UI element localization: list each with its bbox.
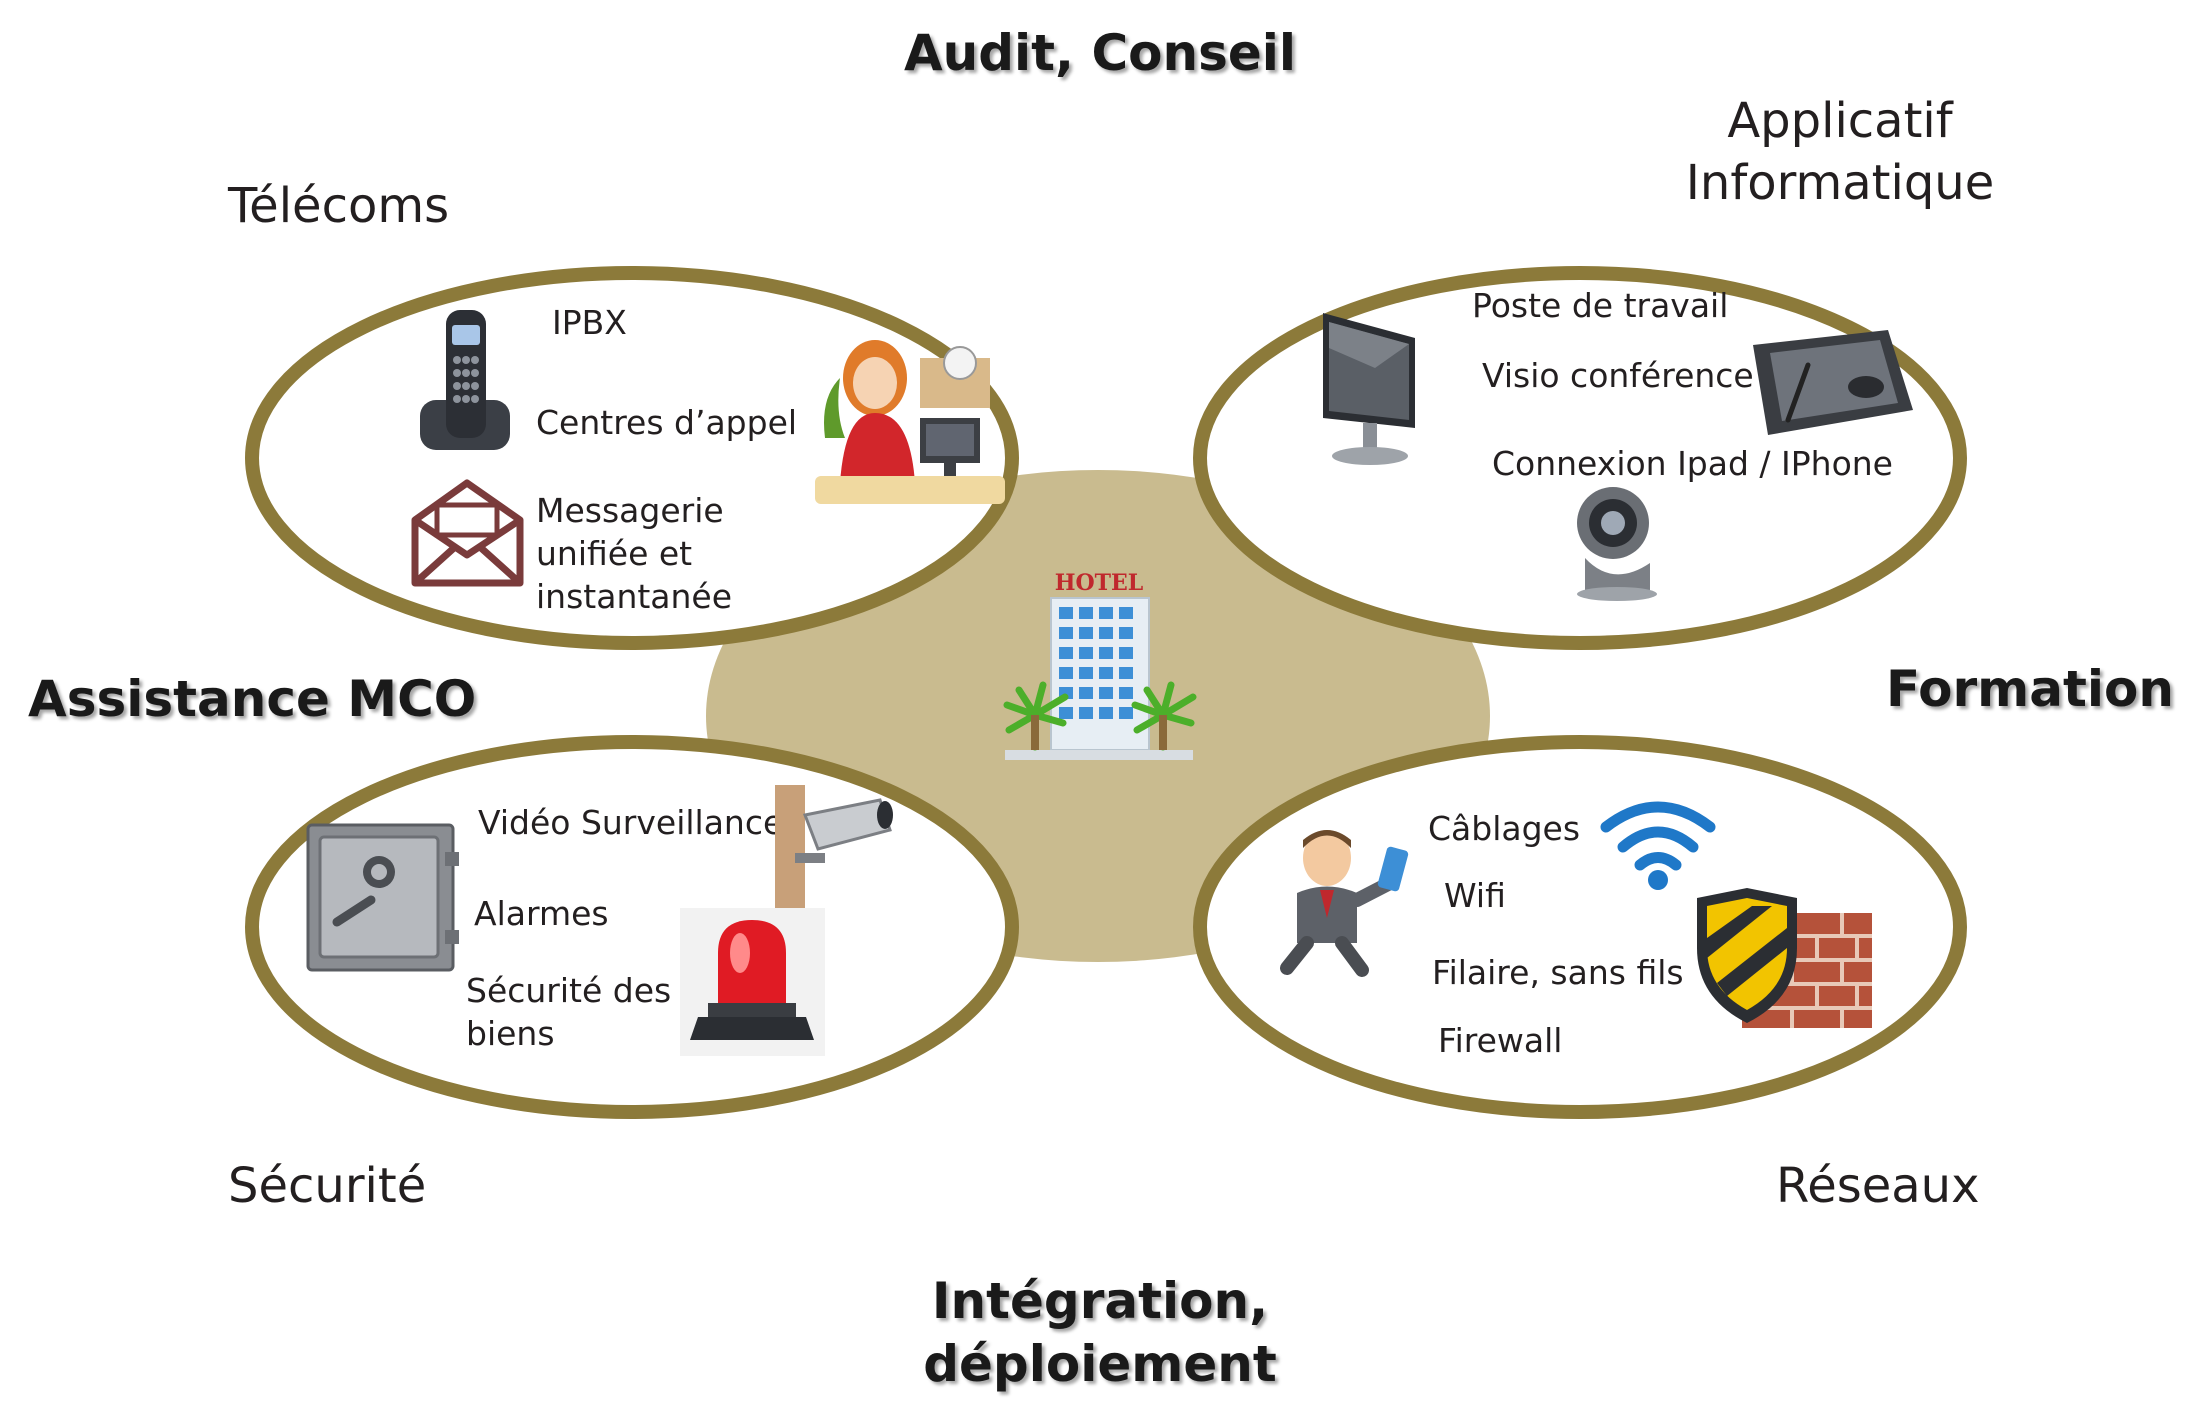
- action-integration-deploiement: Intégration, déploiement: [0, 1270, 2200, 1395]
- title-telecoms: Télécoms: [228, 178, 450, 234]
- firewall-shield-icon: [1697, 888, 1872, 1028]
- securite-item-biens-line2: biens: [466, 1013, 555, 1053]
- safe-icon: [306, 823, 459, 972]
- telecoms-item-messagerie-line1: Messagerie: [536, 491, 724, 530]
- hotel-building-icon: HOTEL: [1003, 570, 1197, 760]
- action-integration-line1: Intégration,: [931, 1272, 1269, 1330]
- telecoms-item-messagerie-line2: unifiée et: [536, 533, 693, 573]
- reseaux-item-cablages: Câblages: [1428, 809, 1581, 848]
- securite-item-biens-line1: Sécurité des: [466, 971, 672, 1010]
- webcam-icon: [1577, 487, 1657, 601]
- telecoms-item-messagerie-line3: instantanée: [536, 576, 733, 616]
- title-securite: Sécurité: [228, 1158, 427, 1214]
- action-integration-line2: déploiement: [923, 1334, 1277, 1393]
- telecoms-item-centres-appel: Centres d’appel: [536, 403, 798, 442]
- wifi-icon: [1600, 801, 1716, 890]
- alarm-light-icon: [680, 908, 825, 1056]
- envelope-icon: [411, 479, 524, 587]
- monitor-icon: [1323, 313, 1415, 465]
- title-reseaux: Réseaux: [1776, 1158, 1980, 1214]
- title-applicatif-line2: Informatique: [1685, 155, 1995, 212]
- receptionist-icon: [815, 340, 1005, 504]
- securite-item-securite-des-biens: Sécurité des biens: [466, 970, 671, 1056]
- businessman-icon: [1280, 830, 1409, 977]
- reseaux-item-filaire-sans-fils: Filaire, sans fils: [1432, 953, 1684, 992]
- telecoms-item-ipbx: IPBX: [552, 303, 627, 342]
- action-audit-conseil: Audit, Conseil: [903, 24, 1297, 82]
- drawing-tablet-icon: [1753, 330, 1913, 435]
- action-assistance-mco: Assistance MCO: [28, 670, 477, 728]
- securite-item-alarmes: Alarmes: [474, 894, 609, 933]
- applicatif-item-poste-de-travail: Poste de travail: [1472, 286, 1729, 325]
- reseaux-item-firewall: Firewall: [1438, 1021, 1563, 1060]
- action-formation: Formation: [1886, 660, 2174, 718]
- reseaux-item-wifi: Wifi: [1444, 876, 1506, 915]
- title-applicatif: Applicatif Informatique: [1640, 90, 2040, 215]
- hotel-sign: HOTEL: [1055, 570, 1144, 596]
- cordless-phone-icon: [420, 310, 510, 450]
- title-applicatif-line1: Applicatif: [1727, 93, 1953, 149]
- applicatif-item-visio-conference: Visio conférence: [1482, 356, 1754, 395]
- security-camera-icon: [775, 785, 893, 910]
- securite-item-video-surveillance: Vidéo Surveillance: [478, 803, 784, 842]
- telecoms-item-messagerie: Messagerie unifiée et instantanée: [536, 490, 732, 619]
- applicatif-item-connexion-ipad: Connexion Ipad / IPhone: [1492, 444, 1893, 483]
